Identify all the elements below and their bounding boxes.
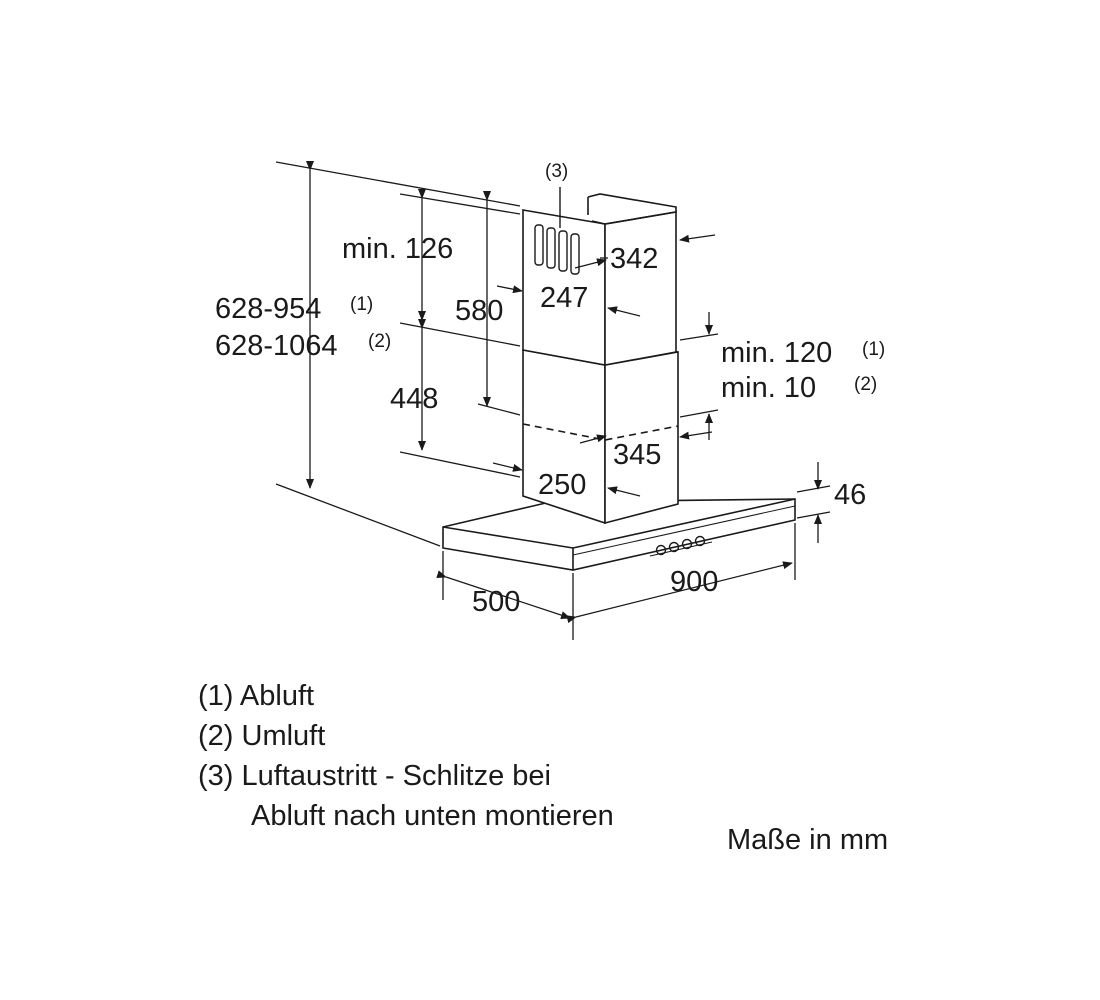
total-height-ref-1: (1) [350, 294, 373, 315]
clearance-ref-2: (2) [854, 374, 877, 395]
canopy-depth-label: 500 [472, 586, 520, 618]
clearance-ref-1: (1) [862, 339, 885, 360]
dimension-labels: 628-954 (1) 628-1064 (2) min. 126 580 44… [215, 161, 885, 618]
control-buttons [649, 535, 713, 557]
lower-chimney-label: 448 [390, 383, 438, 415]
clearance-label-2: min. 10 [721, 372, 816, 404]
legend: (1) Abluft (2) Umluft (3) Luftaustritt -… [198, 676, 614, 836]
canopy-width-label: 900 [670, 566, 718, 598]
legend-item-air-outlet-continued: Abluft nach unten montieren [251, 800, 614, 832]
lower-chimney [522, 341, 679, 525]
chimney-dimension-arrows [492, 234, 719, 497]
lower-depth-label: 250 [538, 469, 586, 501]
upper-width-label: 342 [610, 243, 658, 275]
upper-depth-label: 247 [540, 282, 588, 314]
legend-item-air-outlet: (3) Luftaustritt - Schlitze bei [198, 760, 551, 792]
legend-item-recirculation: (2) Umluft [198, 720, 326, 752]
air-outlet-slots [534, 187, 580, 275]
slot-callout-label: (3) [545, 161, 568, 182]
upper-chimney [522, 193, 677, 366]
canopy-dimension-lines [436, 462, 831, 640]
total-height-ref-2: (2) [368, 331, 391, 352]
canopy-height-label: 46 [834, 479, 866, 511]
units-note: Maße in mm [727, 824, 889, 856]
clearance-label-1: min. 120 [721, 337, 832, 369]
total-height-label-1: 628-954 [215, 293, 321, 325]
total-height-label-2: 628-1064 [215, 330, 338, 362]
upper-chimney-label: 580 [455, 295, 503, 327]
lower-width-label: 345 [613, 439, 661, 471]
upper-min-label: min. 126 [342, 233, 453, 265]
height-dimension-lines [275, 161, 521, 547]
legend-item-exhaust: (1) Abluft [198, 680, 315, 712]
